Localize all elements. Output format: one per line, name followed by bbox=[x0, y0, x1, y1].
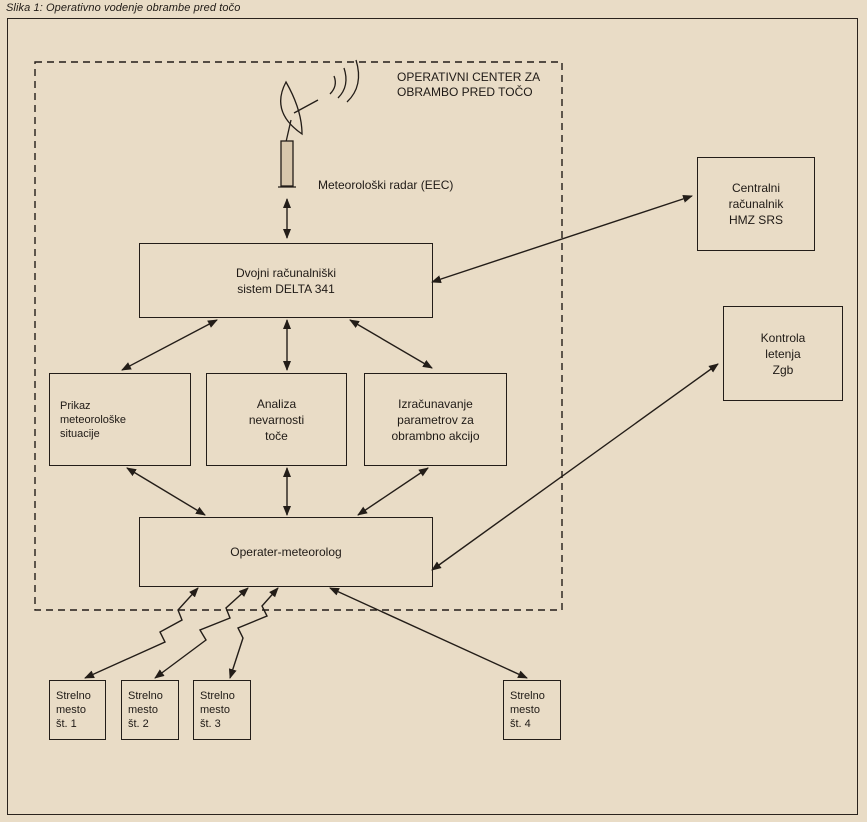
station-box-4: Strelno mesto št. 4 bbox=[503, 680, 561, 740]
computer-system-label: Dvojni računalniški sistem DELTA 341 bbox=[235, 265, 337, 296]
central-computer-box: Centralni računalnik HMZ SRS bbox=[697, 157, 815, 251]
air-traffic-control-box: Kontrola letenja Zgb bbox=[723, 306, 843, 401]
radar-label: Meteorološki radar (EEC) bbox=[318, 178, 454, 192]
central-computer-label: Centralni računalnik HMZ SRS bbox=[728, 181, 784, 227]
air-traffic-control-label: Kontrola letenja Zgb bbox=[760, 330, 806, 377]
computer-system-box: Dvojni računalniški sistem DELTA 341 bbox=[139, 243, 433, 318]
hail-analysis-label: Analiza nevarnosti toče bbox=[248, 396, 305, 443]
figure-caption: Slika 1: Operativno vodenje obrambe pred… bbox=[6, 2, 241, 14]
parameter-calculation-label: Izračunavanje parametrov za obrambno akc… bbox=[391, 396, 480, 443]
station-label-1: Strelno mesto št. 1 bbox=[56, 690, 91, 730]
station-label-4: Strelno mesto št. 4 bbox=[510, 690, 545, 730]
station-box-1: Strelno mesto št. 1 bbox=[49, 680, 106, 740]
station-box-2: Strelno mesto št. 2 bbox=[121, 680, 179, 740]
station-label-2: Strelno mesto št. 2 bbox=[128, 690, 163, 730]
station-label-3: Strelno mesto št. 3 bbox=[200, 690, 235, 730]
station-box-3: Strelno mesto št. 3 bbox=[193, 680, 251, 740]
weather-display-label: Prikaz meteorološke situacije bbox=[60, 399, 127, 440]
parameter-calculation-box: Izračunavanje parametrov za obrambno akc… bbox=[364, 373, 507, 466]
radar-dish-icon bbox=[278, 80, 319, 188]
operational-center-title: OPERATIVNI CENTER ZA OBRAMBO PRED TOČO bbox=[397, 70, 541, 99]
figure-frame bbox=[7, 18, 858, 815]
weather-display-box: Prikaz meteorološke situacije bbox=[49, 373, 191, 466]
operational-center-boundary bbox=[34, 61, 563, 611]
operator-label: Operater-meteorolog bbox=[230, 545, 342, 559]
radio-waves-icon bbox=[329, 59, 360, 103]
hail-analysis-box: Analiza nevarnosti toče bbox=[206, 373, 347, 466]
operator-box: Operater-meteorolog bbox=[139, 517, 433, 587]
